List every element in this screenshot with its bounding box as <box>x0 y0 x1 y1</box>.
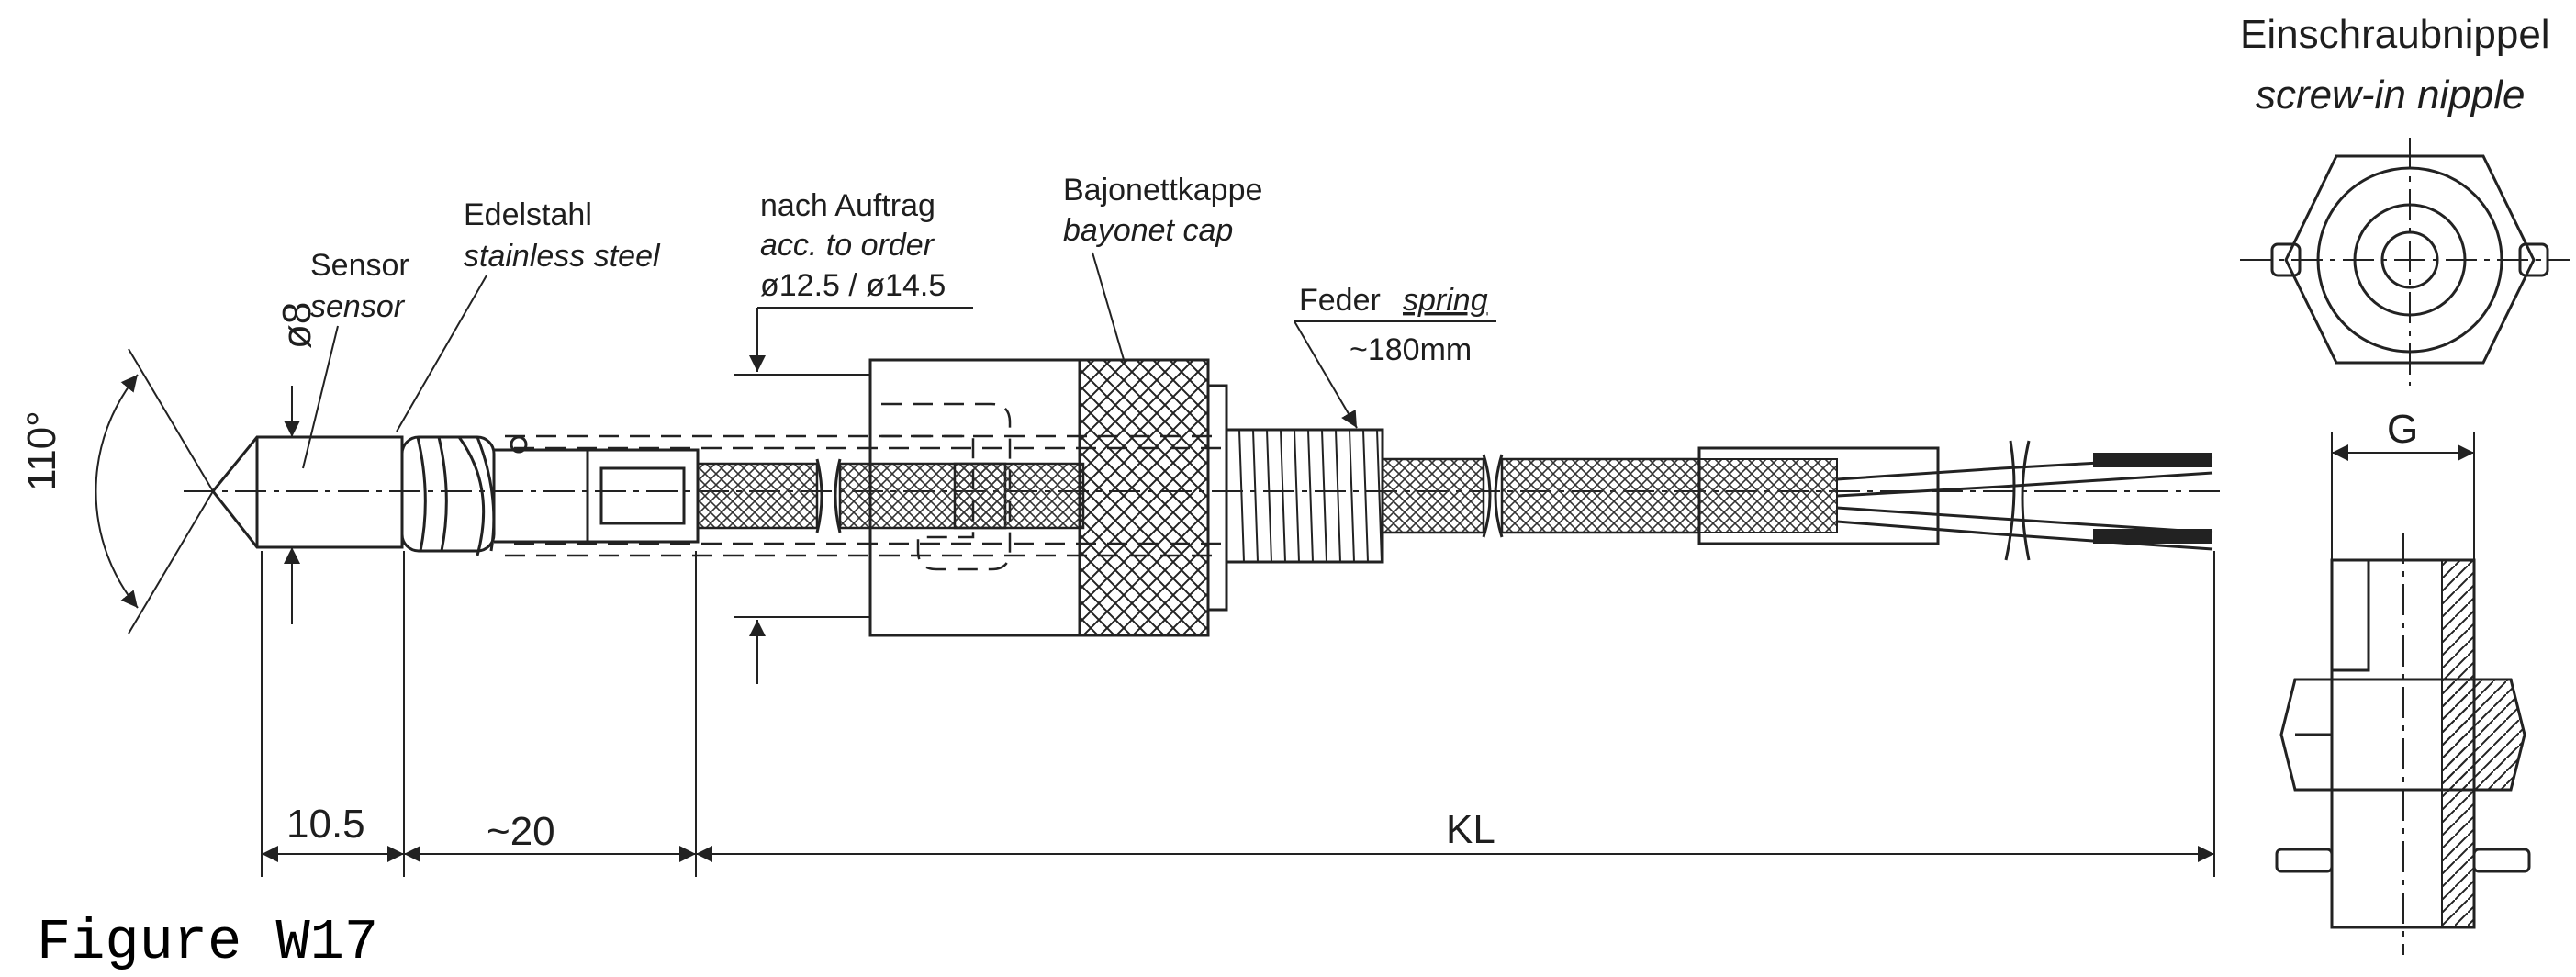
thread-label: G <box>2387 407 2418 452</box>
nipple-title: Einschraubnippel screw-in nipple <box>2240 12 2550 118</box>
order-diameter-label: ø12.5 / ø14.5 <box>760 268 946 303</box>
braided-cable-outer <box>1381 446 1940 545</box>
braided-cable-inner <box>696 458 1085 533</box>
material-label-en: stainless steel <box>464 239 661 274</box>
cap-label-en: bayonet cap <box>1063 213 1233 248</box>
wire-leads <box>1836 440 2213 561</box>
bayonet-cap <box>868 358 1228 637</box>
cap-label-de: Bajonettkappe <box>1063 173 1262 208</box>
material-callout: Edelstahl stainless steel <box>396 197 661 432</box>
bottom-dimensions: 10.5 ~20 KL <box>261 551 2215 877</box>
tip-length-label: 10.5 <box>286 802 365 847</box>
nipple-side-view <box>2275 533 2531 955</box>
angle-label: 110° <box>19 410 64 491</box>
nipple-label-de: Einschraubnippel <box>2240 12 2550 57</box>
nipple-top-view <box>2240 138 2570 386</box>
figure-caption: Figure W17 <box>37 910 378 975</box>
nipple-label-en: screw-in nipple <box>2256 73 2525 118</box>
diameter-label: ø8 <box>274 302 319 349</box>
order-label-de: nach Auftrag <box>760 188 935 223</box>
angle-dimension: 110° <box>19 348 214 634</box>
diameter-8-dimension: ø8 <box>274 302 319 624</box>
spring-label-de: Feder <box>1299 283 1381 318</box>
material-label-de: Edelstahl <box>464 197 592 232</box>
cable-length-label: KL <box>1446 807 1495 852</box>
order-label-en: acc. to order <box>760 228 935 263</box>
spring-label-en: spring <box>1403 283 1488 318</box>
spring-coils-right <box>1225 428 1384 564</box>
sensor-label-en: sensor <box>310 289 406 324</box>
sensor-label-de: Sensor <box>310 248 409 283</box>
thread-dimension: G <box>2331 407 2475 560</box>
order-callout: nach Auftrag acc. to order ø12.5 / ø14.5 <box>734 188 973 684</box>
spring-length-label: ~180mm <box>1350 332 1472 367</box>
spring-callout: Feder spring ~180mm <box>1294 283 1496 429</box>
sensor-callout: Sensor sensor <box>302 248 409 469</box>
spring-coils-left <box>400 435 496 556</box>
gap-length-label: ~20 <box>487 809 555 854</box>
cap-callout: Bajonettkappe bayonet cap <box>1063 173 1262 364</box>
